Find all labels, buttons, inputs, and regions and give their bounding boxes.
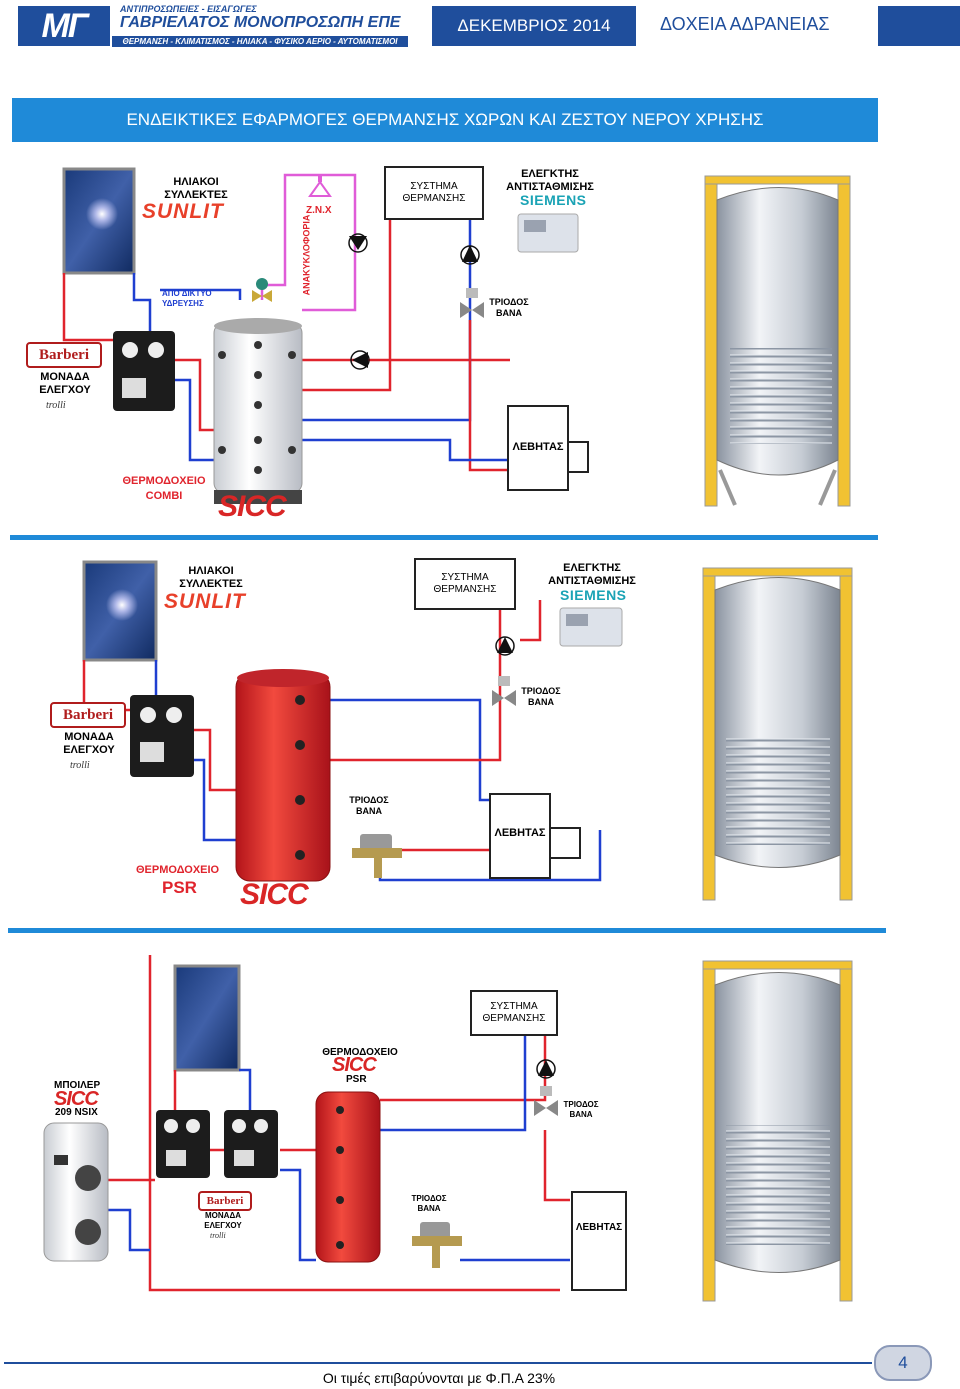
d1-control-unit-label: ΜΟΝΑΔΑ ΕΛΕΓΧΟΥ	[39, 371, 91, 397]
d1-tank-label: ΘΕΡΜΟΔΟΧΕΙΟ COMBI	[122, 475, 206, 503]
page-number: 4	[874, 1345, 932, 1381]
solar-panel-3	[173, 964, 241, 1072]
d3-trolli-logo: trolli	[210, 1231, 226, 1240]
solar-panel-1	[62, 167, 136, 275]
d3-heating-system-label: ΣΥΣΤΗΜΑ ΘΕΡΜΑΝΣΗΣ	[482, 1000, 546, 1025]
vat-note: Οι τιμές επιβαρύνονται με Φ.Π.Α 23%	[322, 1370, 556, 1386]
d2-tank-label: ΘΕΡΜΟΔΟΧΕΙΟ	[136, 864, 220, 876]
d2-boiler-label: ΛΕΒΗΤΑΣ	[494, 827, 546, 839]
combi-tank	[213, 318, 303, 504]
d1-collectors-label: ΗΛΙΑΚΟΙ ΣΥΛΛΕΚΤΕΣ	[164, 176, 228, 202]
d1-controller-label: ΕΛΕΓΚΤΗΣ ΑΝΤΙΣΤΑΘΜΙΣΗΣ	[506, 168, 594, 194]
company-tagline: ΘΕΡΜΑΝΣΗ - ΚΛΙΜΑΤΙΣΜΟΣ - ΗΛΙΑΚΑ - ΦΥΣΙΚΟ…	[112, 36, 408, 47]
d3-three-way-label-b: ΤΡΙΟΔΟΣ ΒΑΝΑ	[411, 1194, 447, 1213]
d2-heating-system-label: ΣΥΣΤΗΜΑ ΘΕΡΜΑΝΣΗΣ	[433, 571, 497, 596]
d2-collectors-label: ΗΛΙΑΚΟΙ ΣΥΛΛΕΚΤΕΣ	[179, 565, 243, 591]
d1-heating-system-label: ΣΥΣΤΗΜΑ ΘΕΡΜΑΝΣΗΣ	[402, 180, 466, 205]
d2-barberi-logo: Barberi	[50, 702, 126, 728]
d2-three-way-label-b: ΤΡΙΟΔΟΣ ΒΑΝΑ	[349, 795, 389, 816]
d3-control-unit-label: ΜΟΝΑΔΑ ΕΛΕΓΧΟΥ	[204, 1211, 242, 1230]
d3-three-way-label-a: ΤΡΙΟΔΟΣ ΒΑΝΑ	[563, 1100, 599, 1119]
psr-tank-red-3	[315, 1091, 381, 1263]
page-title: ΕΝΔΕΙΚΤΙΚΕΣ ΕΦΑΡΜΟΓΕΣ ΘΕΡΜΑΝΣΗΣ ΧΩΡΩΝ ΚΑ…	[12, 98, 878, 142]
d1-boiler-label: ΛΕΒΗΤΑΣ	[512, 441, 564, 453]
inertia-tank-cutaway-2	[702, 567, 853, 901]
mixing-tap	[252, 278, 272, 302]
d2-sicc-logo: SICC	[240, 878, 309, 911]
d1-recirc-label: ΑΝΑΚΥΚΛΟΦΟΡΙΑ	[301, 214, 312, 296]
d2-trolli-logo: trolli	[70, 760, 90, 771]
d1-barberi-logo: Barberi	[26, 342, 102, 368]
three-way-valve-3a	[534, 1086, 558, 1116]
d3-heating-system-box: ΣΥΣΤΗΜΑ ΘΕΡΜΑΝΣΗΣ	[470, 990, 558, 1036]
inertia-tank-cutaway-3	[702, 960, 853, 1302]
company-logo: ΜΓ	[18, 6, 110, 46]
three-way-valve-2b	[352, 834, 402, 878]
d3-tank-sicc-logo: SICC	[332, 1054, 377, 1076]
d3-barberi-logo: Barberi	[198, 1191, 252, 1211]
three-way-valve-3b	[412, 1222, 462, 1268]
psr-tank-red	[235, 669, 331, 882]
d1-zn-label: Ζ.Ν.Χ	[306, 205, 332, 216]
d1-trolli-logo: trolli	[46, 400, 66, 411]
d1-water-net-label: ΑΠΟ ΔΙΚΤΥΟ ΥΔΡΕΥΣΗΣ	[162, 289, 212, 308]
d2-heating-system-box: ΣΥΣΤΗΜΑ ΘΕΡΜΑΝΣΗΣ	[414, 558, 516, 610]
d3-tank-model: PSR	[346, 1074, 367, 1085]
d1-heating-system-box: ΣΥΣΤΗΜΑ ΘΕΡΜΑΝΣΗΣ	[384, 166, 484, 220]
d1-three-way-label: ΤΡΙΟΔΟΣ ΒΑΝΑ	[489, 297, 529, 318]
solar-station-3b	[224, 1110, 278, 1178]
category-label: ΔΟΧΕΙΑ ΑΔΡΑΝΕΙΑΣ	[660, 14, 830, 34]
shower-head	[308, 176, 332, 197]
header-corner-block	[878, 6, 960, 46]
d3-boiler-tank-model: 209 NSIX	[55, 1107, 98, 1118]
d1-siemens-logo: SIEMENS	[520, 192, 587, 208]
d2-tank-model: PSR	[162, 878, 197, 897]
boiler-nsix-tank	[43, 1122, 109, 1262]
three-way-valve-1	[460, 288, 484, 318]
d2-control-unit-label: ΜΟΝΑΔΑ ΕΛΕΓΧΟΥ	[63, 731, 115, 757]
d3-boiler-tank-label: ΜΠΟΙΛΕΡ	[54, 1080, 101, 1091]
three-way-valve-2a	[492, 676, 516, 706]
month-label: ΔΕΚΕΜΒΡΙΟΣ 2014	[432, 6, 636, 46]
d2-three-way-label-a: ΤΡΙΟΔΟΣ ΒΑΝΑ	[521, 686, 561, 707]
d2-siemens-logo: SIEMENS	[560, 587, 627, 603]
solar-panel-2	[82, 560, 158, 662]
solar-station-1	[113, 331, 175, 411]
company-name: ΓΑΒΡΙΕΛΑΤΟΣ ΜΟΝΟΠΡΟΣΩΠΗ ΕΠΕ	[120, 14, 401, 31]
solar-station-3a	[156, 1110, 210, 1178]
d1-sunlit-logo: SUNLIT	[142, 200, 224, 223]
d3-boiler-tank-sicc-logo: SICC	[54, 1088, 99, 1110]
inertia-tank-cutaway-1	[704, 175, 851, 507]
d2-controller-label: ΕΛΕΓΚΤΗΣ ΑΝΤΙΣΤΑΘΜΙΣΗΣ	[548, 562, 636, 588]
solar-station-2	[130, 695, 194, 777]
d3-tank-label: ΘΕΡΜΟΔΟΧΕΙΟ	[322, 1047, 398, 1058]
company-subtitle: ΑΝΤΙΠΡΟΣΩΠΕΙΕΣ - ΕΙΣΑΓΩΓΕΣ	[120, 4, 257, 14]
d3-boiler-label: ΛΕΒΗΤΑΣ	[575, 1222, 623, 1233]
d1-sicc-logo: SICC	[218, 490, 287, 523]
d2-sunlit-logo: SUNLIT	[164, 590, 246, 613]
